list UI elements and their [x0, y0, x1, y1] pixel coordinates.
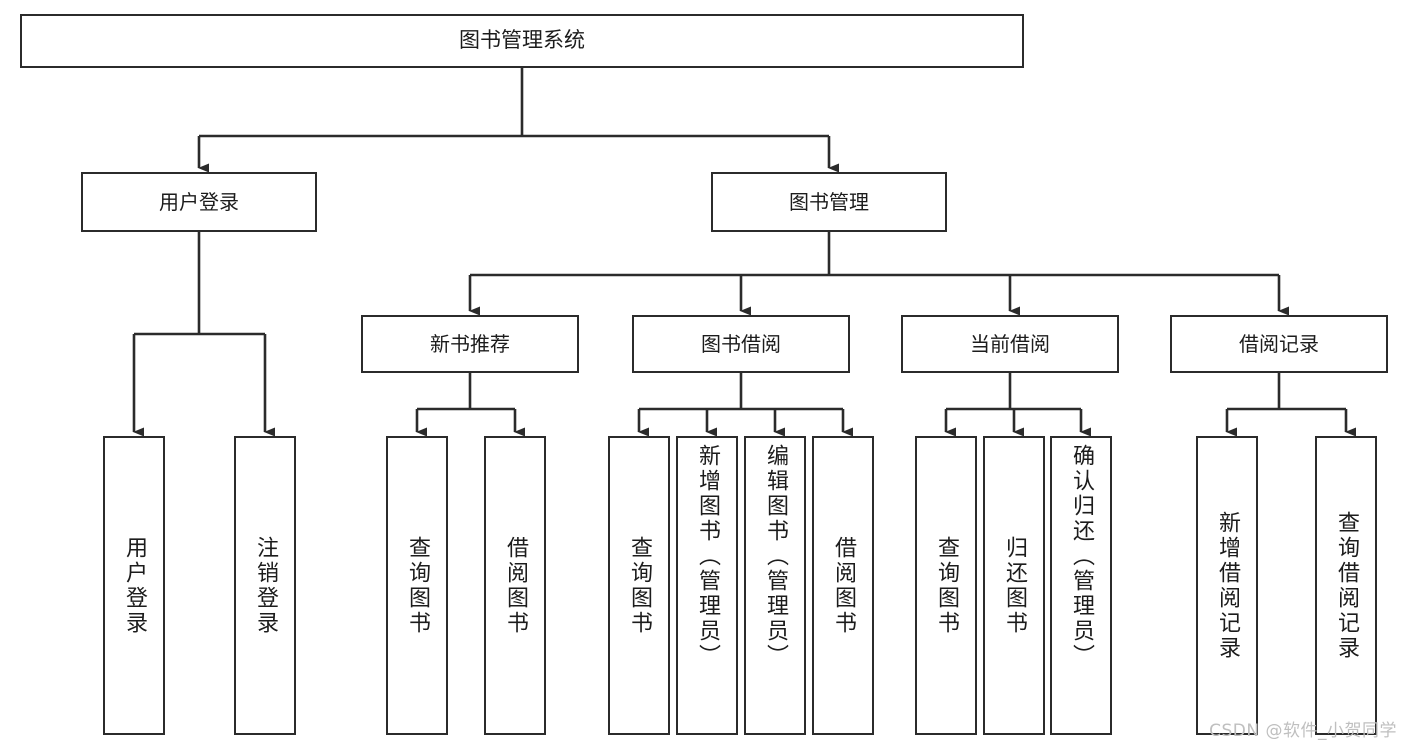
- node-label: 用户登录: [122, 535, 147, 636]
- node-root-system[interactable]: 图书管理系统: [20, 14, 1024, 68]
- node-label: 新书推荐: [430, 331, 510, 356]
- node-borrow-record[interactable]: 借阅记录: [1170, 315, 1388, 373]
- leaf-record-add-borrow-record[interactable]: 新增借阅记录: [1196, 436, 1258, 735]
- leaf-new-book-borrow-book[interactable]: 借阅图书: [484, 436, 546, 735]
- node-user-login[interactable]: 用户登录: [81, 172, 317, 232]
- leaf-new-book-query-book[interactable]: 查询图书: [386, 436, 448, 735]
- leaf-borrow-edit-book-admin[interactable]: 编辑图书（管理员）: [744, 436, 806, 735]
- leaf-borrow-query-book[interactable]: 查询图书: [608, 436, 670, 735]
- node-label: 新增借阅记录: [1215, 510, 1240, 661]
- node-label: 查询图书: [627, 535, 652, 636]
- node-label: 查询图书: [934, 535, 959, 636]
- node-new-book-recommendation[interactable]: 新书推荐: [361, 315, 579, 373]
- node-label: 注销登录: [253, 535, 278, 636]
- node-label: 借阅记录: [1239, 331, 1319, 356]
- leaf-record-query-borrow-record[interactable]: 查询借阅记录: [1315, 436, 1377, 735]
- leaf-user-login-signin[interactable]: 用户登录: [103, 436, 165, 735]
- node-label: 借阅图书: [831, 535, 856, 636]
- leaf-borrow-borrow-book[interactable]: 借阅图书: [812, 436, 874, 735]
- node-book-borrowing[interactable]: 图书借阅: [632, 315, 850, 373]
- node-current-borrowing[interactable]: 当前借阅: [901, 315, 1119, 373]
- node-label: 确认归还（管理员）: [1069, 444, 1094, 669]
- node-label: 查询图书: [405, 535, 430, 636]
- node-book-manage[interactable]: 图书管理: [711, 172, 947, 232]
- node-label: 图书借阅: [701, 331, 781, 356]
- leaf-current-return-book[interactable]: 归还图书: [983, 436, 1045, 735]
- node-label: 新增图书（管理员）: [695, 444, 720, 669]
- node-label: 借阅图书: [503, 535, 528, 636]
- leaf-current-query-book[interactable]: 查询图书: [915, 436, 977, 735]
- leaf-borrow-add-book-admin[interactable]: 新增图书（管理员）: [676, 436, 738, 735]
- node-label: 查询借阅记录: [1334, 510, 1359, 661]
- node-label: 用户登录: [159, 189, 239, 214]
- node-label: 当前借阅: [970, 331, 1050, 356]
- node-label: 归还图书: [1002, 535, 1027, 636]
- leaf-current-confirm-return-admin[interactable]: 确认归还（管理员）: [1050, 436, 1112, 735]
- node-label: 编辑图书（管理员）: [763, 444, 788, 669]
- leaf-user-login-signout[interactable]: 注销登录: [234, 436, 296, 735]
- csdn-watermark: CSDN @软件_小贺同学: [1209, 721, 1397, 741]
- node-label: 图书管理: [789, 189, 869, 214]
- node-label: 图书管理系统: [459, 28, 585, 53]
